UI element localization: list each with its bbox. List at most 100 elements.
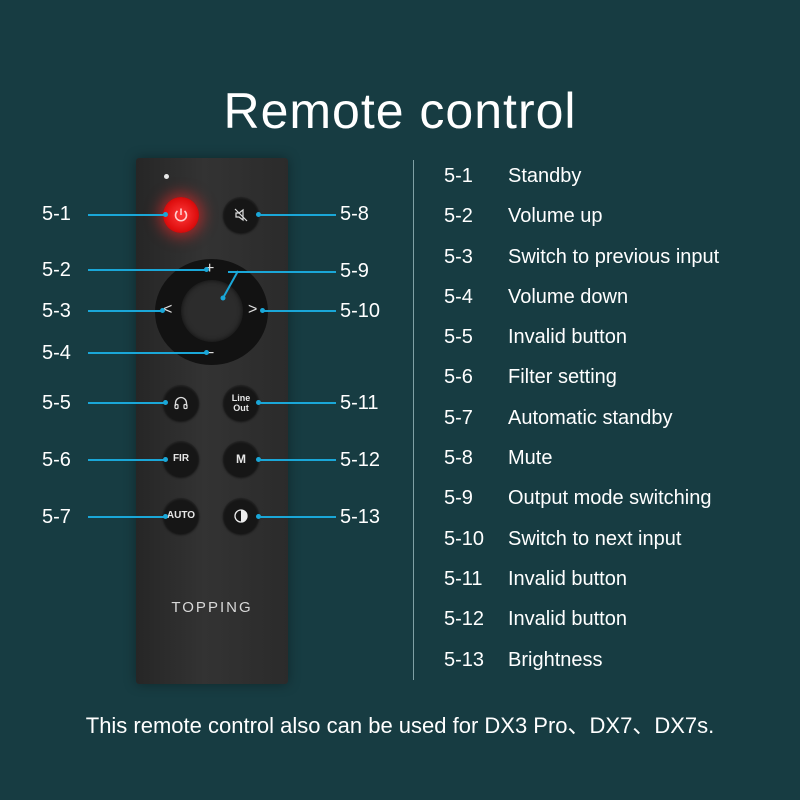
brand-logo: TOPPING [171,599,253,616]
callout-line [258,214,336,216]
legend-desc: Output mode switching [508,487,712,510]
legend-row: 5-1 Standby [444,165,719,205]
legend-desc: Switch to previous input [508,245,720,268]
callout-label: 5-12 [340,449,381,471]
legend-desc: Brightness [508,648,603,671]
m-button[interactable]: M [223,441,259,477]
legend-row: 5-7 Automatic standby [444,407,719,447]
previous-input-button[interactable]: < [163,301,173,318]
volume-up-button[interactable]: + [205,260,215,277]
callout-line [88,269,206,271]
callout-line [258,516,336,518]
page-title: Remote control [223,83,577,139]
volume-down-button[interactable]: − [205,345,215,362]
legend-desc: Volume down [508,285,629,308]
footer-note: This remote control also can be used for… [85,713,715,738]
headphones-button[interactable] [163,385,199,421]
legend-code: 5-13 [444,648,485,671]
legend-row: 5-4 Volume down [444,286,719,326]
callout-label: 5-10 [340,300,381,322]
callout-line [228,271,336,273]
legend-row: 5-6 Filter setting [444,366,719,406]
brightness-button[interactable] [223,498,259,534]
legend-row: 5-10 Switch to next input [444,528,719,568]
auto-button[interactable]: AUTO [163,498,199,534]
callout-line [88,310,162,312]
callout-line [88,352,206,354]
callout-line [258,459,336,461]
legend-desc: Filter setting [508,366,617,389]
callout-dot [256,212,261,217]
legend-code: 5-9 [444,487,473,510]
legend-code: 5-7 [444,406,473,429]
callout-line [258,402,336,404]
callout-dot [204,267,209,272]
status-led [164,174,169,179]
headphones-icon [174,396,188,410]
legend-code: 5-10 [444,527,485,550]
legend-code: 5-8 [444,447,473,470]
callout-dot [256,457,261,462]
callout-dot [204,350,209,355]
callout-dot [260,308,265,313]
legend-row: 5-11 Invalid button [444,568,719,608]
next-input-button[interactable]: > [248,301,258,318]
legend-row: 5-8 Mute [444,447,719,487]
divider [413,160,414,680]
callout-dot [163,457,168,462]
legend-desc: Invalid button [508,567,627,590]
callout-label: 5-11 [340,392,379,414]
callout-dot [163,514,168,519]
power-icon [174,208,188,222]
legend-code: 5-2 [444,205,473,228]
mute-button[interactable] [223,197,259,233]
legend-code: 5-6 [444,366,473,389]
callout-label: 5-7 [42,506,71,528]
legend-desc: Switch to next input [508,527,682,550]
callout-line-diagonal [220,270,239,301]
legend-desc: Mute [508,447,553,470]
legend-desc: Volume up [508,205,603,228]
legend-row: 5-3 Switch to previous input [444,246,719,286]
contrast-icon [234,509,248,523]
line-out-button[interactable]: Line Out [223,385,259,421]
callout-line [88,516,164,518]
callout-dot [163,400,168,405]
callout-dot [163,212,168,217]
output-mode-button[interactable] [181,280,243,342]
callout-label: 5-6 [42,449,71,471]
callout-label: 5-1 [42,203,71,225]
callout-label: 5-8 [340,203,369,225]
legend: 5-1 Standby 5-2 Volume up 5-3 Switch to pre… [444,165,719,689]
legend-row: 5-2 Volume up [444,205,719,245]
callout-line [88,214,164,216]
legend-desc: Invalid button [508,326,627,349]
remote-control-body [136,158,288,684]
callout-dot [256,400,261,405]
callout-label: 5-5 [42,392,71,414]
legend-row: 5-13 Brightness [444,649,719,689]
speaker-muted-icon [234,208,248,222]
callout-label: 5-13 [340,506,381,528]
legend-code: 5-12 [444,608,485,631]
legend-code: 5-11 [444,567,483,590]
callout-label: 5-9 [340,260,369,282]
legend-code: 5-4 [444,285,473,308]
callout-dot [160,308,165,313]
legend-code: 5-5 [444,326,473,349]
callout-line [88,459,164,461]
legend-desc: Automatic standby [508,406,673,429]
legend-desc: Standby [508,165,582,187]
callout-line [262,310,336,312]
callout-line [88,402,164,404]
fir-button[interactable]: FIR [163,441,199,477]
callout-dot [256,514,261,519]
legend-row: 5-5 Invalid button [444,326,719,366]
legend-code: 5-3 [444,245,473,268]
legend-row: 5-12 Invalid button [444,608,719,648]
callout-label: 5-2 [42,259,71,281]
power-button[interactable] [163,197,199,233]
legend-row: 5-9 Output mode switching [444,487,719,527]
legend-desc: Invalid button [508,608,627,631]
legend-code: 5-1 [444,165,473,187]
